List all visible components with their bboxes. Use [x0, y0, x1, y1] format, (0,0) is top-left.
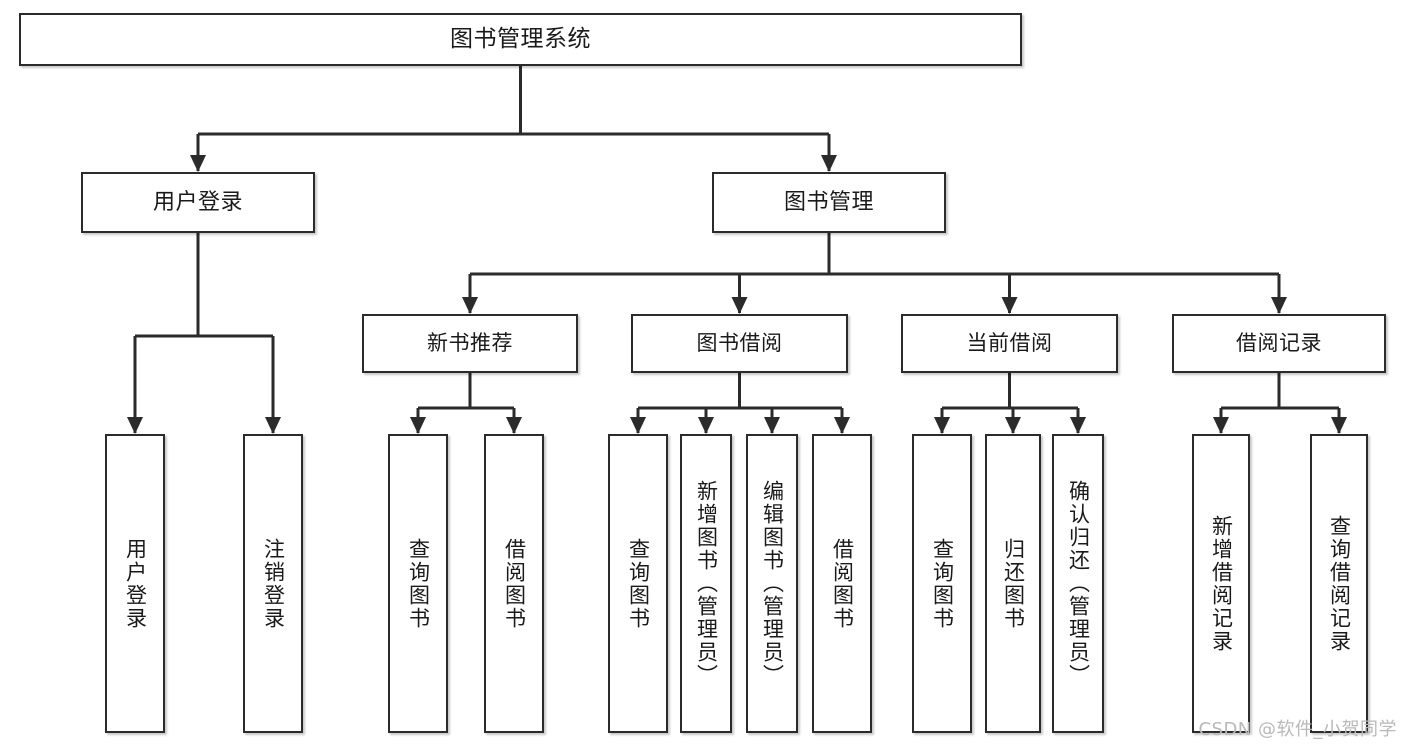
- node-label: 用户登录: [152, 189, 243, 215]
- arrowhead-icon-book-borrow-2: [764, 417, 780, 434]
- arrowhead-icon-new-book-rec-0: [410, 417, 426, 434]
- node-label: 新书推荐: [427, 331, 513, 356]
- node-leaf-borrow-book-2[interactable]: 借阅图书: [812, 434, 872, 733]
- node-label: 用户登录: [123, 537, 148, 630]
- node-book-borrow[interactable]: 图书借阅: [631, 314, 848, 373]
- arrowhead-icon-book-manage-0: [462, 297, 478, 314]
- arrowhead-icon-book-manage-2: [1001, 297, 1018, 314]
- arrowhead-icon-root-0: [190, 155, 206, 172]
- node-leaf-borrow-book-1[interactable]: 借阅图书: [484, 434, 544, 733]
- node-leaf-query-book-1[interactable]: 查询图书: [388, 434, 448, 733]
- node-label: 借阅图书: [502, 537, 527, 630]
- node-label: 新增图书（管理员）: [694, 480, 719, 687]
- node-label: 借阅记录: [1236, 331, 1322, 356]
- arrowhead-icon-user-login-0: [127, 417, 143, 434]
- node-label: 查询图书: [626, 537, 651, 630]
- node-label: 当前借阅: [966, 331, 1053, 356]
- arrowhead-icon-borrow-record-1: [1331, 417, 1347, 434]
- arrowhead-icon-current-borrow-1: [1005, 417, 1021, 434]
- node-leaf-logout[interactable]: 注销登录: [243, 434, 303, 733]
- node-label: 图书管理系统: [450, 25, 591, 52]
- node-leaf-user-login[interactable]: 用户登录: [105, 434, 165, 733]
- node-leaf-query-record[interactable]: 查询借阅记录: [1310, 434, 1368, 733]
- node-label: 查询图书: [930, 537, 955, 630]
- arrowhead-icon-book-manage-1: [731, 297, 748, 314]
- node-label: 新增借阅记录: [1209, 514, 1234, 653]
- node-label: 确认归还（管理员）: [1066, 480, 1091, 687]
- node-label: 图书借阅: [696, 331, 783, 356]
- node-book-manage[interactable]: 图书管理: [712, 172, 946, 233]
- arrowhead-icon-root-1: [821, 155, 837, 172]
- node-current-borrow[interactable]: 当前借阅: [901, 314, 1118, 373]
- node-label: 图书管理: [783, 189, 874, 215]
- arrowhead-icon-book-borrow-3: [834, 417, 850, 434]
- arrowhead-icon-new-book-rec-1: [506, 417, 522, 434]
- node-label: 编辑图书（管理员）: [760, 480, 785, 687]
- node-label: 归还图书: [1001, 537, 1026, 630]
- arrowhead-icon-current-borrow-0: [934, 417, 950, 434]
- arrowhead-icon-book-borrow-0: [630, 417, 646, 434]
- node-user-login[interactable]: 用户登录: [81, 172, 315, 233]
- watermark: CSDN @软件_小贺同学: [1198, 719, 1397, 740]
- arrowhead-icon-user-login-1: [265, 417, 281, 434]
- node-root[interactable]: 图书管理系统: [19, 13, 1022, 66]
- node-leaf-query-book-3[interactable]: 查询图书: [912, 434, 972, 733]
- node-label: 注销登录: [261, 537, 286, 630]
- node-label: 借阅图书: [830, 537, 855, 630]
- node-leaf-edit-book[interactable]: 编辑图书（管理员）: [746, 434, 798, 733]
- node-leaf-add-book[interactable]: 新增图书（管理员）: [680, 434, 732, 733]
- node-new-book-rec[interactable]: 新书推荐: [362, 314, 578, 373]
- node-borrow-record[interactable]: 借阅记录: [1172, 314, 1386, 373]
- node-leaf-query-book-2[interactable]: 查询图书: [608, 434, 668, 733]
- arrowhead-icon-borrow-record-0: [1213, 417, 1229, 434]
- arrowhead-icon-book-borrow-1: [698, 417, 714, 434]
- node-label: 查询图书: [406, 537, 431, 630]
- arrowhead-icon-current-borrow-2: [1070, 417, 1086, 434]
- arrowhead-icon-book-manage-3: [1271, 297, 1287, 314]
- node-leaf-add-record[interactable]: 新增借阅记录: [1192, 434, 1250, 733]
- node-leaf-confirm-return[interactable]: 确认归还（管理员）: [1052, 434, 1104, 733]
- node-label: 查询借阅记录: [1327, 514, 1352, 653]
- node-leaf-return-book[interactable]: 归还图书: [985, 434, 1041, 733]
